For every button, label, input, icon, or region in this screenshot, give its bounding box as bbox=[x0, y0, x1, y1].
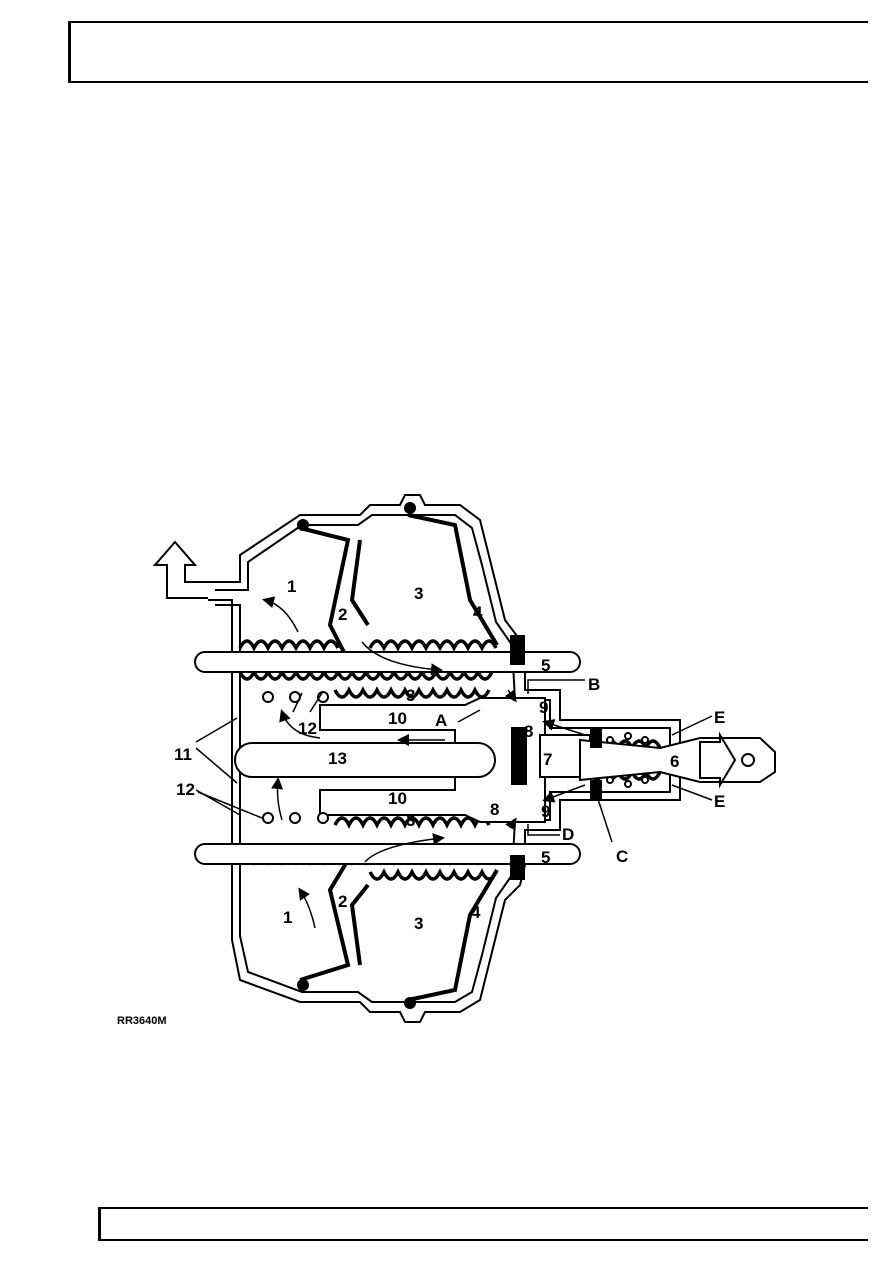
footer-frame bbox=[98, 1207, 868, 1241]
label-12-lower: 12 bbox=[176, 780, 195, 799]
label-11: 11 bbox=[174, 745, 192, 764]
label-4-upper: 4 bbox=[473, 603, 483, 622]
leader-lines bbox=[195, 679, 713, 843]
label-3-mid-lower: 3 bbox=[406, 811, 415, 830]
diaphragm-upper bbox=[299, 513, 499, 661]
label-3-mid-upper: 3 bbox=[406, 686, 415, 705]
servo-housing bbox=[208, 494, 681, 1023]
label-7: 7 bbox=[543, 750, 552, 769]
label-2-upper: 2 bbox=[338, 605, 347, 624]
label-12-upper: 12 bbox=[298, 719, 317, 738]
label-9-lower: 9 bbox=[541, 802, 550, 821]
label-10-upper: 10 bbox=[388, 709, 407, 728]
label-3-upper: 3 bbox=[414, 584, 423, 603]
seals bbox=[297, 502, 602, 1009]
figure-reference: RR3640M bbox=[117, 1015, 167, 1027]
label-5-lower: 5 bbox=[541, 848, 550, 867]
label-8-upper: 8 bbox=[524, 722, 533, 741]
header-frame bbox=[68, 21, 868, 83]
label-E-lower: E bbox=[714, 792, 725, 811]
label-9-upper: 9 bbox=[539, 698, 548, 717]
flow-arrows bbox=[262, 596, 586, 929]
label-6: 6 bbox=[670, 752, 679, 771]
air-outlet-arrow bbox=[152, 540, 208, 599]
callout-labels: 1 1 2 2 3 3 3 3 4 4 5 5 6 7 8 8 9 9 10 1… bbox=[174, 577, 725, 933]
label-2-lower: 2 bbox=[338, 892, 347, 911]
label-5-upper: 5 bbox=[541, 656, 550, 675]
label-3-lower: 3 bbox=[414, 914, 423, 933]
label-4-lower: 4 bbox=[471, 903, 481, 922]
label-D: D bbox=[562, 825, 574, 844]
tie-rods bbox=[194, 651, 581, 865]
label-E-upper: E bbox=[714, 708, 725, 727]
label-8-lower: 8 bbox=[490, 800, 499, 819]
label-13: 13 bbox=[328, 749, 347, 768]
label-1-upper: 1 bbox=[287, 577, 296, 596]
valve-body bbox=[234, 697, 776, 823]
label-C: C bbox=[616, 847, 628, 866]
label-1-lower: 1 bbox=[283, 908, 292, 927]
diaphragm-lower bbox=[299, 858, 499, 1002]
label-B: B bbox=[588, 675, 600, 694]
label-10-lower: 10 bbox=[388, 789, 407, 808]
label-A: A bbox=[435, 711, 447, 730]
